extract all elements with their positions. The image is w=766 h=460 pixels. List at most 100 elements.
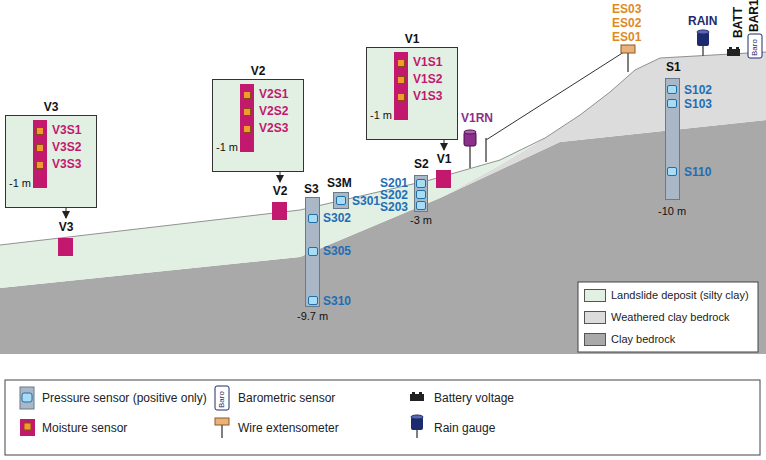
station-label: V1: [432, 152, 456, 166]
battery-label: BATT: [731, 7, 745, 38]
pressure-sensor: [416, 190, 426, 199]
legend-text: Moisture sensor: [42, 421, 127, 435]
pressure-sensor: [308, 296, 318, 305]
borehole-label: S2: [414, 157, 429, 171]
extensometer-label: ES02: [612, 16, 641, 30]
moisture-station-marker: [58, 238, 73, 256]
rain-gauge-sample: [416, 430, 418, 438]
barometer-icon-text: Baro: [217, 391, 227, 408]
moisture-sensor: [243, 108, 251, 116]
pressure-sensor: [308, 247, 318, 256]
gauge-post: [469, 146, 471, 168]
sensor-label: V3S1: [52, 123, 81, 137]
rain-gauge-sample: [411, 415, 423, 419]
legend-text: Wire extensometer: [238, 421, 339, 435]
moisture-station: V2: [268, 182, 292, 222]
sensor-label: S201: [380, 176, 408, 190]
sensor-label: S310: [323, 294, 351, 308]
moisture-gauge-top: [464, 130, 476, 134]
borehole-column: [665, 78, 680, 200]
borehole: S2S201S202S203-3 m: [380, 156, 430, 228]
borehole-label: S3M: [327, 176, 352, 190]
pressure-sensor: [416, 201, 426, 210]
inset-title: V1: [367, 32, 457, 46]
battery-sample: [412, 392, 415, 394]
extensometer-label: ES03: [612, 2, 641, 16]
battery-terminal: [729, 47, 732, 49]
depth-label: -1 m: [370, 108, 392, 122]
inset-panel: V3V3S1V3S2V3S3-1 m: [5, 98, 97, 208]
sensor-label: S305: [323, 244, 351, 258]
legend-text: Weathered clay bedrock: [611, 310, 729, 324]
barometer-label: BAR1: [747, 0, 761, 32]
moisture-station-marker: [436, 170, 451, 188]
sensor-label: S302: [323, 211, 351, 225]
legend-text: Landslide deposit (silty clay): [611, 288, 749, 302]
barometer-box: [748, 34, 762, 58]
pointer-arrow: [66, 208, 67, 218]
battery-terminal: [736, 47, 739, 49]
moisture-sensor-sample: [20, 419, 35, 436]
sensor-label: V1S2: [413, 72, 442, 86]
extensometer-post: [627, 53, 629, 72]
moisture-sensor: [397, 76, 405, 84]
extensometer-label: ES01: [612, 30, 641, 44]
inset-panel: V1V1S1V1S2V1S3-1 m: [366, 30, 458, 140]
weathered-bedrock: [440, 52, 766, 198]
legend-swatch: [584, 333, 606, 346]
barometer-icon-text: Baro: [750, 39, 760, 56]
pointer-arrow: [444, 140, 445, 150]
inset-title: V2: [213, 64, 303, 78]
legend-panel: [5, 380, 760, 455]
pressure-sensor: [667, 99, 677, 108]
sensor-label: V2S3: [259, 121, 288, 135]
moisture-sensor: [36, 161, 44, 169]
depth-label: -10 m: [658, 204, 686, 218]
depth-label: -3 m: [410, 213, 432, 227]
moisture-sensor: [243, 125, 251, 133]
borehole-label: S3: [304, 182, 319, 196]
legend-text: Barometric sensor: [238, 391, 335, 405]
extensometer-wire: [486, 52, 624, 140]
borehole-label: S1: [666, 60, 681, 74]
depth-label: -9.7 m: [297, 309, 328, 323]
station-label: V3: [54, 220, 78, 234]
depth-label: -1 m: [216, 140, 238, 154]
moisture-sensor: [36, 127, 44, 135]
pressure-sensor-sample: [20, 387, 34, 409]
sensor-label: V1S3: [413, 89, 442, 103]
rain-gauge-label: RAIN: [688, 14, 717, 28]
clay-bedrock: [0, 120, 766, 354]
borehole: S3S302S305S310-9.7 m: [296, 180, 360, 326]
battery-sample: [419, 392, 422, 394]
sensor-label: S110: [684, 165, 711, 179]
borehole: S3MS301: [326, 176, 386, 212]
legend-panel: [578, 282, 758, 352]
station-label: V1RN: [461, 111, 493, 125]
pressure-sensor: [308, 214, 318, 223]
borehole: S1S102S103S110-10 m: [656, 59, 720, 221]
sensor-label: V2S1: [259, 87, 288, 101]
legend-swatch: [584, 311, 606, 324]
pressure-sensor: [667, 85, 677, 94]
moisture-station: V3: [54, 218, 78, 258]
sensor-label: S203: [380, 200, 408, 214]
inset-title: V3: [6, 100, 96, 114]
moisture-sensor: [397, 59, 405, 67]
sensor-label: S301: [352, 194, 380, 208]
moisture-station-marker: [272, 202, 287, 220]
sensor-label: S202: [380, 188, 408, 202]
extensometer-sample: [215, 418, 229, 425]
barometer-sample: [215, 386, 229, 410]
legend-text: Clay bedrock: [611, 332, 675, 346]
inset-panel: V2V2S1V2S2V2S3-1 m: [212, 62, 304, 172]
pressure-sensor: [336, 196, 346, 205]
rain-gauge-top: [697, 30, 709, 34]
pointer-arrow: [280, 172, 281, 182]
sensor-label: V3S3: [52, 157, 81, 171]
extensometer-icon: [621, 45, 635, 53]
sensor-label: V3S2: [52, 140, 81, 154]
rain-gauge-post: [702, 46, 704, 56]
moisture-sensor: [36, 144, 44, 152]
